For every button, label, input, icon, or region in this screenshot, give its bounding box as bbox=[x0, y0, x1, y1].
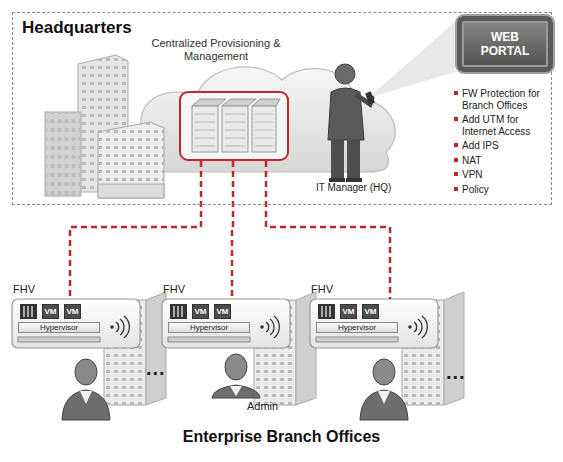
cloud-node-label: Centralized Provisioning & Management bbox=[146, 37, 286, 63]
hypervisor-bar: Hypervisor bbox=[18, 322, 100, 333]
vm-box-label: VM bbox=[67, 307, 79, 316]
vm-box: VM bbox=[362, 304, 379, 319]
vm-box: VM bbox=[64, 304, 81, 319]
bullet-item: NAT bbox=[462, 155, 554, 167]
hypervisor-bar-label: Hypervisor bbox=[40, 323, 78, 332]
bullet-item: Policy bbox=[462, 184, 554, 196]
vm-box: VM bbox=[340, 304, 357, 319]
hypervisor-bar-label: Hypervisor bbox=[338, 323, 376, 332]
caption: Enterprise Branch Offices bbox=[0, 428, 563, 446]
cloud-node: Centralized Provisioning & Management bbox=[111, 37, 411, 161]
hypervisor-bar: Hypervisor bbox=[168, 322, 250, 333]
hypervisor-box-label: FHV bbox=[311, 283, 333, 295]
vm-box-label: VM bbox=[343, 307, 355, 316]
tablet-portal-label: WEB PORTAL bbox=[474, 30, 536, 58]
it-manager-figure bbox=[328, 22, 455, 182]
vm-box: VM bbox=[192, 304, 209, 319]
ellipsis: ... bbox=[446, 361, 466, 384]
person-label: IT Manager (HQ) bbox=[316, 182, 391, 193]
hypervisor-box: FHVVMVMHypervisor bbox=[12, 299, 140, 348]
hq-front-building bbox=[98, 122, 164, 198]
bullet-item: Add UTM for Internet Access bbox=[462, 114, 554, 137]
network-link bbox=[70, 161, 201, 299]
tablet-portal: WEB PORTAL bbox=[455, 14, 555, 74]
region-box-label: Headquarters bbox=[22, 18, 132, 38]
network-link bbox=[266, 161, 390, 299]
bullet-item: FW Protection for Branch Offices bbox=[462, 88, 554, 111]
hypervisor-bar-label: Hypervisor bbox=[190, 323, 228, 332]
feature-list: FW Protection for Branch OfficesAdd UTM … bbox=[462, 88, 554, 198]
person-label: Admin bbox=[247, 400, 278, 412]
network-link bbox=[232, 161, 233, 299]
hypervisor-bar: Hypervisor bbox=[316, 322, 398, 333]
vm-box: VM bbox=[214, 304, 231, 319]
bullet-item: Add IPS bbox=[462, 140, 554, 152]
vm-box-label: VM bbox=[195, 307, 207, 316]
vm-box-label: VM bbox=[217, 307, 229, 316]
vm-box-label: VM bbox=[45, 307, 57, 316]
ellipsis: ... bbox=[146, 357, 166, 380]
hypervisor-box: FHVVMVMHypervisor bbox=[162, 299, 290, 348]
hypervisor-box: FHVVMVMHypervisor bbox=[310, 299, 438, 348]
server-rack bbox=[180, 92, 288, 160]
branch-office bbox=[162, 292, 316, 405]
hypervisor-box-label: FHV bbox=[13, 283, 35, 295]
bullet-item: VPN bbox=[462, 169, 554, 181]
vm-box-label: VM bbox=[365, 307, 377, 316]
branch-office bbox=[310, 292, 464, 420]
vm-box: VM bbox=[42, 304, 59, 319]
hypervisor-box-label: FHV bbox=[163, 283, 185, 295]
branch-office bbox=[12, 292, 166, 420]
